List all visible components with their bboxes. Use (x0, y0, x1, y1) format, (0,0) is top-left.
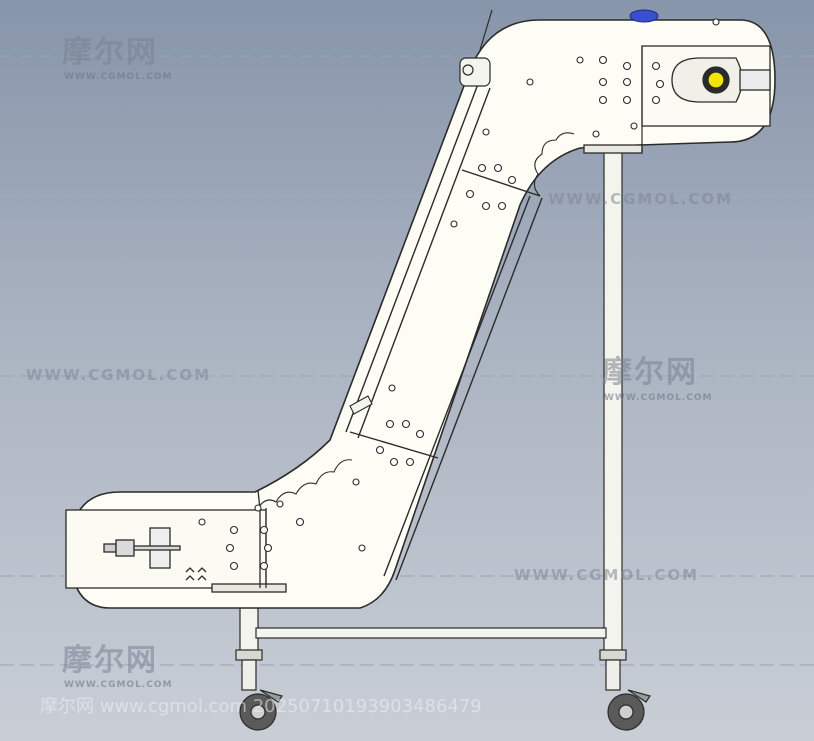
watermark-logo-sub-3: WWW.CGMOL.COM (64, 680, 173, 690)
watermark-url-3: WWW.CGMOL.COM (514, 566, 700, 584)
cross-bar (255, 627, 607, 639)
top-hinge (459, 57, 491, 87)
watermark-logo-sub-2: WWW.CGMOL.COM (604, 393, 713, 403)
left-caster (235, 649, 283, 731)
watermark-url-2: WWW.CGMOL.COM (26, 366, 212, 384)
watermark-logo-sub-1: WWW.CGMOL.COM (64, 72, 173, 82)
side-plate-edges (345, 83, 543, 581)
right-caster (599, 649, 651, 731)
lower-bend-scallops (257, 459, 353, 509)
watermark-logo-3: 摩尔网 (62, 643, 158, 678)
bolt-holes (198, 18, 720, 571)
blue-cap (629, 9, 659, 23)
tail-box (65, 509, 287, 593)
top-rod (479, 9, 493, 51)
upper-bend-scallops (533, 132, 575, 197)
watermark-footer: 摩尔网 www.cgmol.com 20250710193903486479 (40, 696, 482, 717)
watermark-logo-2: 摩尔网 (602, 355, 698, 390)
mid-latch (349, 395, 373, 415)
watermark-logo-1: 摩尔网 (62, 35, 158, 70)
watermark-url-1: WWW.CGMOL.COM (548, 190, 734, 208)
